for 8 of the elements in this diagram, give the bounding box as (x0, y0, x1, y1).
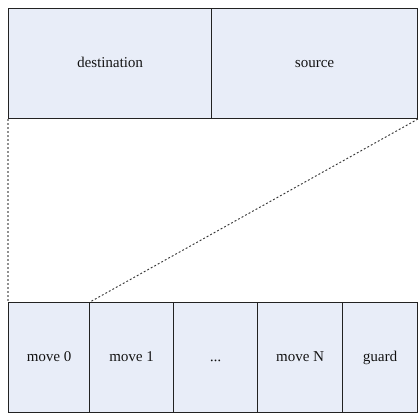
memory-field: move N (257, 302, 343, 413)
memory-field: ... (173, 302, 258, 413)
memory-field: guard (342, 302, 418, 413)
memory-field: source (211, 8, 418, 119)
memory-field: move 1 (89, 302, 174, 413)
memory-field: move 0 (8, 302, 90, 413)
leader-line (90, 118, 418, 302)
memory-field: destination (8, 8, 212, 119)
